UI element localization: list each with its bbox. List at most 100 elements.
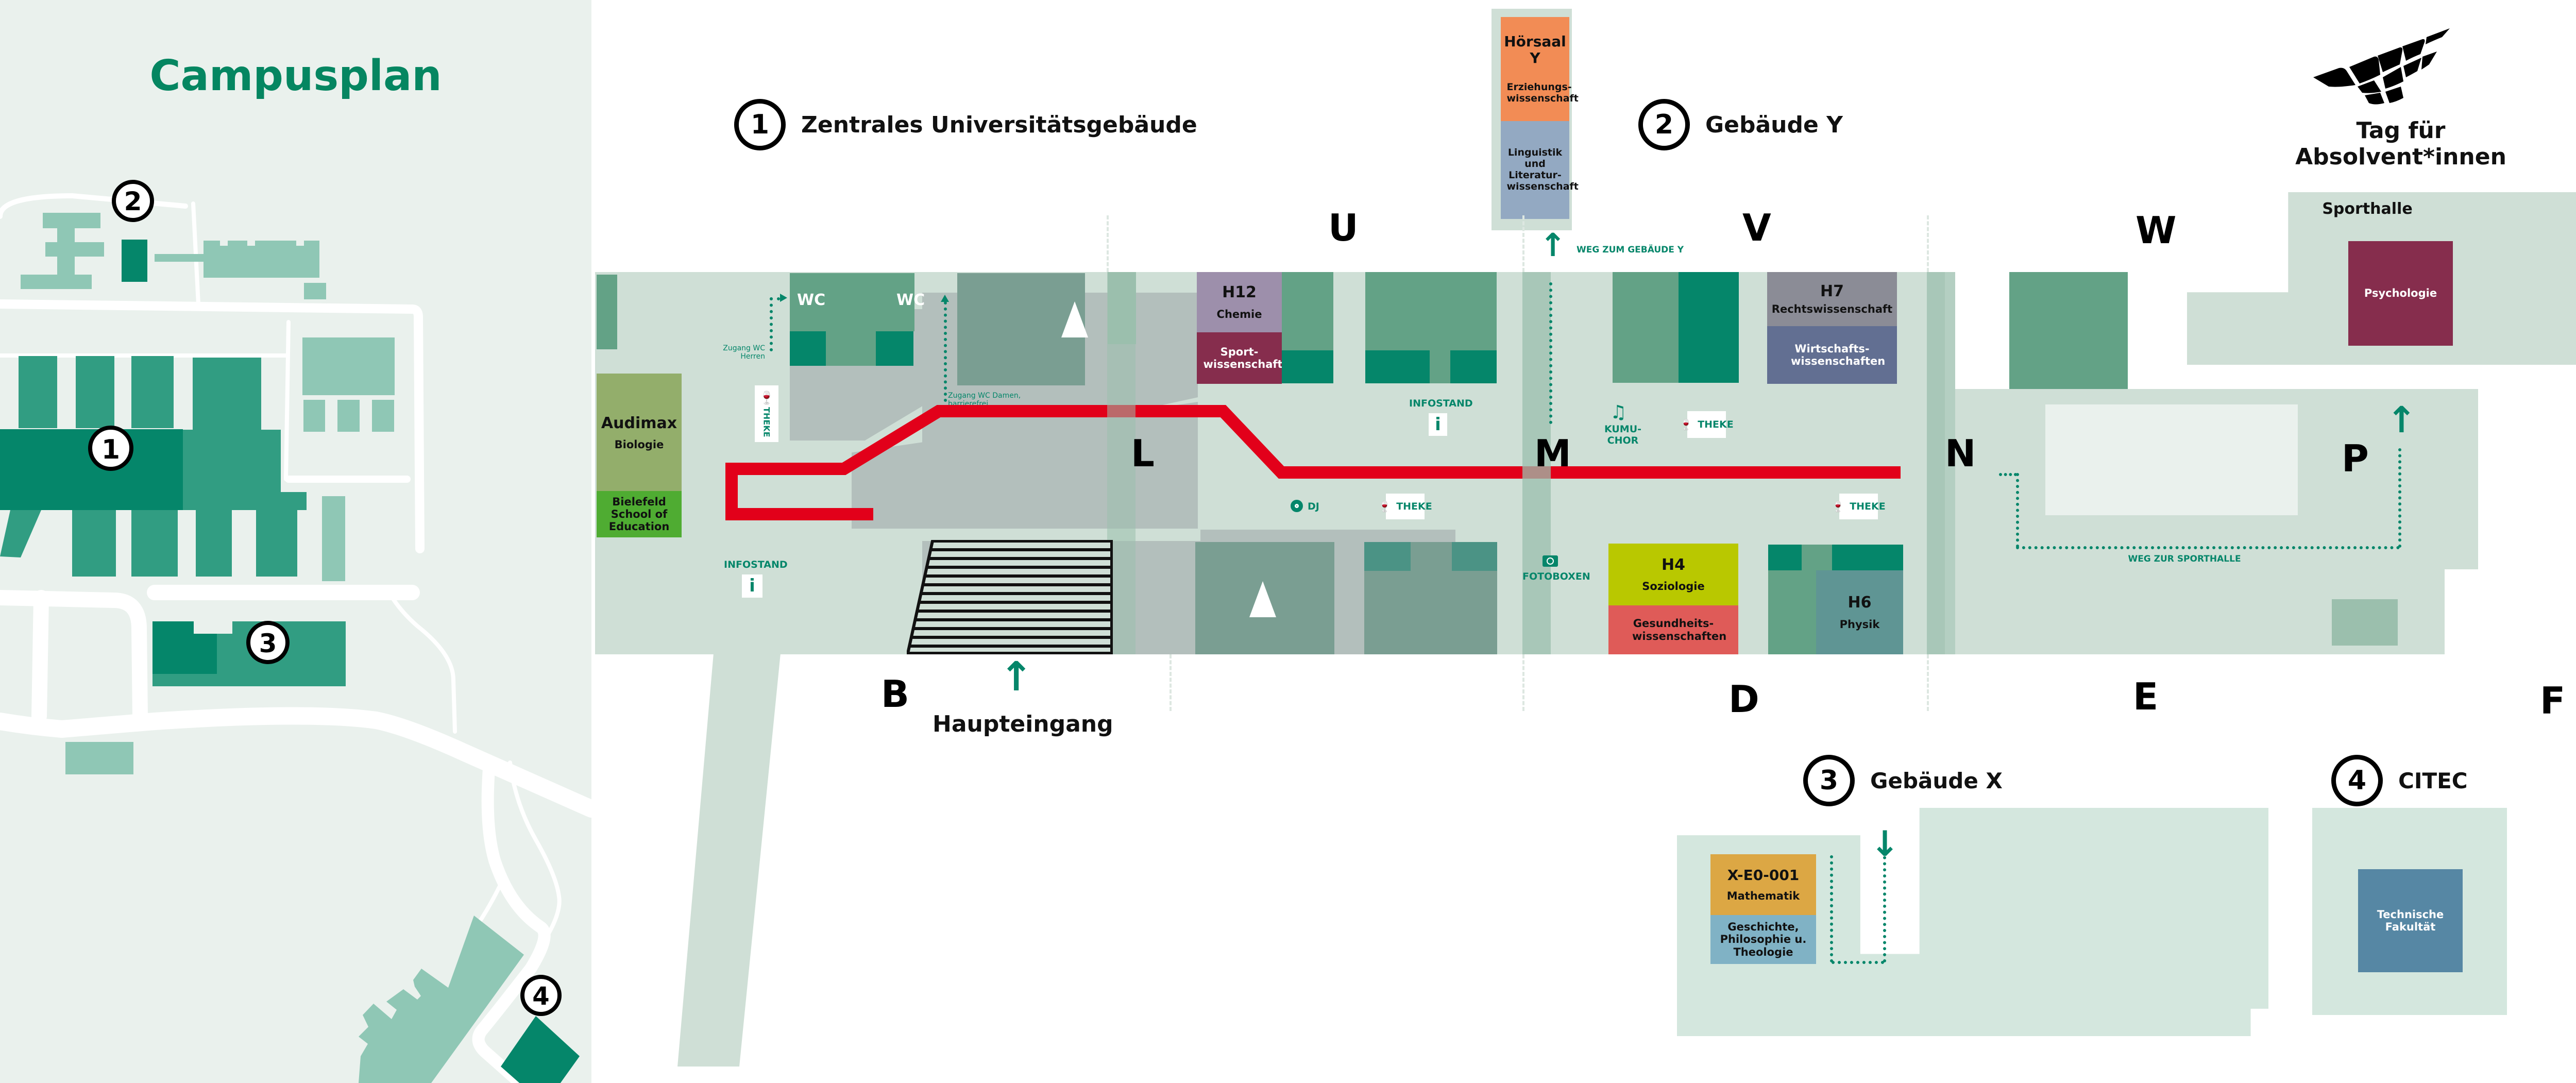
grid-guide [1927,654,1929,711]
legend-item-4: 4 CITEC [2331,755,2468,806]
overview-map: 2 1 3 4 [0,180,591,1083]
legend-label-3: Gebäude X [1870,768,2003,793]
wc-herren-path [770,297,773,351]
room-hoersaal-y-b: Linguistik und Literatur-wissenschaft [1501,121,1579,219]
arrow-up-icon: ↑ [1539,226,1566,264]
x-path-v2 [1830,855,1833,962]
legend-label-2: Gebäude Y [1705,111,1843,138]
room-hoersaal-y-subject: Erziehungs-wissenschaft [1506,81,1579,105]
room-bise-subject: Bielefeld School of Education [608,495,670,533]
wc-herren-label: Zugang WC Herren [723,344,765,361]
room-h6: H6 Physik [1816,570,1903,654]
wine-glass-icon: 🍷 [1680,418,1693,431]
room-audimax: Audimax Biologie [597,374,682,492]
legend-label-4: CITEC [2398,768,2468,793]
building-block [597,275,617,349]
infostand-label-2: INFOSTAND [1409,398,1473,409]
wc-herren-room [790,331,826,366]
traffic-cone-icon [1249,581,1276,617]
camera-icon [1543,555,1558,567]
theke-marker: 🍷 THEKE [1680,411,1734,438]
overview-marker-4 [520,975,562,1016]
building-block [2009,272,2128,402]
wc-building-top [824,273,914,331]
room-h7-subject: Rechtswissenschaft [1771,302,1893,315]
theke-label: THEKE [1850,501,1886,512]
building-block [2332,599,2398,646]
room-h7b: Wirtschafts-wissenschaften [1767,326,1897,384]
arrow-up-icon: ↑ [999,654,1033,700]
room-x-e0-001: X-E0-001 Mathematik [1710,854,1816,915]
room-citec: Technische Fakultät [2358,869,2463,972]
legend-number-4: 4 [2331,755,2383,806]
theke-label: THEKE [1396,501,1432,512]
overview-building-1 [0,356,307,577]
overview-building-3 [152,621,346,686]
room-h12-name: H12 [1222,283,1257,302]
legend-item-1: 1 Zentrales Universitätsgebäude [734,99,1197,150]
overview-roads [0,193,591,1083]
room-h12: H12 Chemie [1197,272,1282,332]
wc-damen-room [876,331,913,366]
kumu-chor-label: KUMU-CHOR [1604,424,1642,446]
overview-marker-2-label: 2 [124,187,142,216]
axis-label-e: E [2133,675,2159,718]
arrow-up-small-icon [941,295,949,302]
theke-marker: 🍷 THEKE [1832,494,1886,519]
sport-path-v2 [2398,448,2401,548]
sport-path-v1 [2016,473,2019,548]
theke-marker: 🍷 THEKE [1378,494,1432,519]
room-h6-subject: Physik [1839,618,1880,631]
axis-label-f: F [2540,679,2566,722]
wine-glass-icon: 🍷 [1378,500,1392,513]
room-h6-name: H6 [1848,594,1872,612]
building-block [1768,545,1802,570]
arrow-up-icon: ↑ [2386,399,2417,441]
room-h4-name: H4 [1662,555,1685,574]
room-bise: Bielefeld School of Education [597,491,682,537]
axis-label-b: B [881,672,909,716]
building-block [1679,272,1739,383]
theke-label: THEKE [761,407,772,437]
building-block [1832,545,1903,570]
sport-path-h2 [2016,546,2400,549]
infostand-label: INFOSTAND [724,559,788,570]
event-route [725,405,1901,520]
room-h7: H7 Rechtswissenschaft [1767,272,1897,326]
room-h4b: Gesundheits-wissenschaften [1608,605,1738,654]
campus-title: Campusplan [149,52,442,100]
wc-label-1: WC [797,291,826,309]
room-h12-subject: Chemie [1216,308,1262,320]
legend-number-1: 1 [734,99,786,150]
room-h4-subject: Soziologie [1642,580,1705,593]
dj-label: DJ [1308,501,1319,512]
overview-marker-2 [112,180,154,222]
room-x-subject: Mathematik [1726,890,1800,903]
room-psychologie-subject: Psychologie [2364,287,2437,300]
room-x-b: Geschichte, Philosophie u. Theologie [1710,915,1816,964]
weg-sporthalle-label: WEG ZUR SPORTHALLE [2128,554,2241,564]
room-h4: H4 Soziologie [1608,544,1738,605]
room-h4b-subject: Gesundheits-wissenschaften [1632,617,1727,642]
haupteingang-label: Haupteingang [933,711,1113,737]
column-m [1522,272,1551,654]
overview-marker-1 [88,426,133,471]
overview-map-panel: Campusplan [0,0,591,1083]
vinyl-disc-icon [1291,500,1303,512]
overview-markers: 2 1 3 4 [88,180,562,1016]
room-hoersaal-y: Hörsaal Y Erziehungs-wissenschaft [1501,17,1579,121]
grid-guide [1107,215,1109,272]
axis-label-m: M [1534,432,1571,475]
wc-damen-path [944,301,947,402]
overview-marker-3 [246,621,290,664]
overview-marker-1-label: 1 [101,434,120,465]
room-citec-subject: Technische Fakultät [2377,908,2444,933]
wc-label-2: WC [896,291,925,309]
weg-gebaeude-y-label: WEG ZUM GEBÄUDE Y [1577,245,1684,255]
grid-guide [1522,215,1524,272]
axis-label-d: D [1728,678,1759,721]
building-block [1364,542,1411,571]
cutout [2445,569,2576,654]
arrow-right-icon [780,294,787,302]
building-block [1450,350,1497,383]
